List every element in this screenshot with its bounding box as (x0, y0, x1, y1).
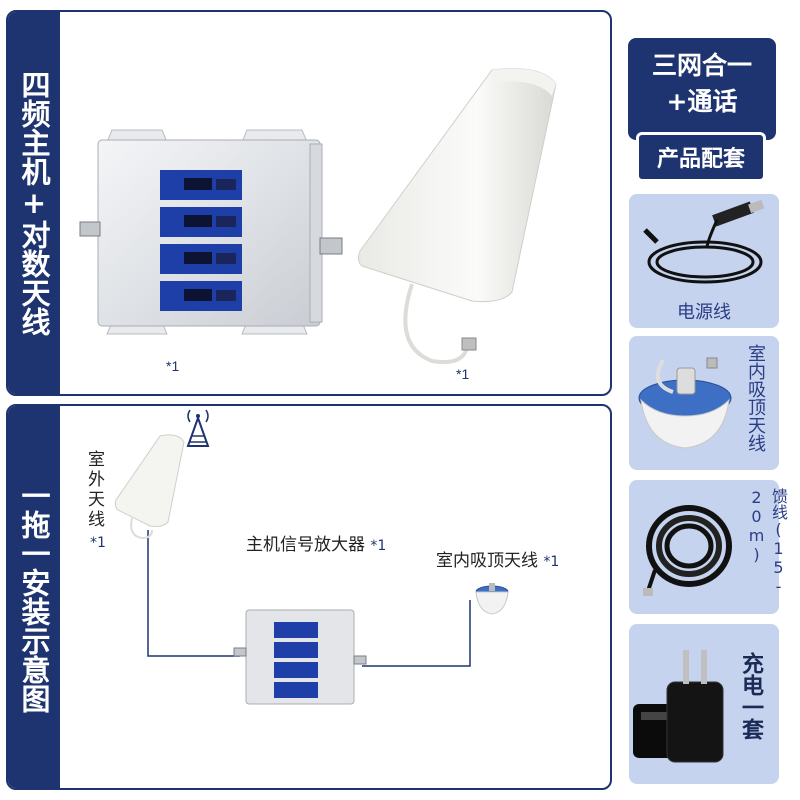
indoor-antenna-image (475, 583, 509, 615)
accessory-card-coax-cable: 馈线(15-20m) (629, 480, 788, 614)
installation-panel: 一拖一安装示意图 室外天线 *1 主机信号放大器 *1 室内吸顶天线 *1 (6, 404, 612, 790)
feature-badge: 三网合一 +通话 (628, 38, 776, 140)
accessory-card-ceiling-antenna: 室内吸顶天线 (629, 336, 779, 470)
charger-icon (633, 650, 724, 763)
feature-badge-line2: +通话 (666, 87, 738, 116)
amplifier-qty: *1 (370, 538, 387, 554)
accessory-label-ceiling-antenna: 室内吸顶天线 (745, 344, 766, 452)
indoor-antenna-label-text: 室内吸顶天线 (436, 551, 538, 571)
accessory-label-charger: 充电一套 (738, 652, 763, 740)
installation-panel-title: 一拖一安装示意图 (8, 406, 60, 788)
indoor-antenna-label: 室内吸顶天线 *1 (436, 546, 559, 571)
connection-wires (147, 530, 471, 667)
accessory-label-coax-cable: 馈线(15-20m) (747, 488, 788, 596)
signal-booster-image (79, 129, 343, 335)
outdoor-antenna-qty: *1 (90, 532, 106, 552)
outdoor-antenna-label: 室外天线 (88, 450, 110, 530)
coax-cable-icon (643, 505, 732, 596)
host-quantity: *1 (166, 358, 180, 374)
indoor-antenna-qty: *1 (543, 554, 560, 570)
installation-panel-sidebar (8, 406, 60, 788)
accessory-card-power-cable: 电源线 (629, 194, 779, 328)
cell-tower-icon (186, 409, 210, 447)
installation-panel-title-text: 一拖一安装示意图 (17, 481, 51, 713)
outdoor-antenna-qty-text: *1 (90, 535, 106, 551)
product-panel-sidebar (8, 12, 60, 394)
antenna-quantity: *1 (456, 366, 470, 382)
accessory-card-charger: 充电一套 (629, 624, 779, 784)
outdoor-antenna-image (114, 434, 185, 540)
outdoor-antenna-label-text: 室外天线 (88, 450, 105, 530)
power-cable-icon (643, 199, 765, 284)
amplifier-label: 主机信号放大器 *1 (246, 530, 386, 555)
accessories-badge: 产品配套 (636, 132, 766, 182)
accessories-badge-text: 产品配套 (656, 147, 745, 172)
product-panel-title: 四频主机+对数天线 (8, 12, 60, 394)
product-panel-title-text: 四频主机+对数天线 (17, 70, 51, 336)
amplifier-image (233, 609, 367, 705)
accessory-label-power-cable: 电源线 (677, 302, 731, 323)
ceiling-antenna-icon (638, 357, 732, 449)
feature-badge-line1: 三网合一 (651, 51, 752, 80)
product-panel: 四频主机+对数天线 (6, 10, 612, 396)
amplifier-label-text: 主机信号放大器 (246, 535, 365, 555)
log-periodic-antenna-image (357, 68, 557, 365)
